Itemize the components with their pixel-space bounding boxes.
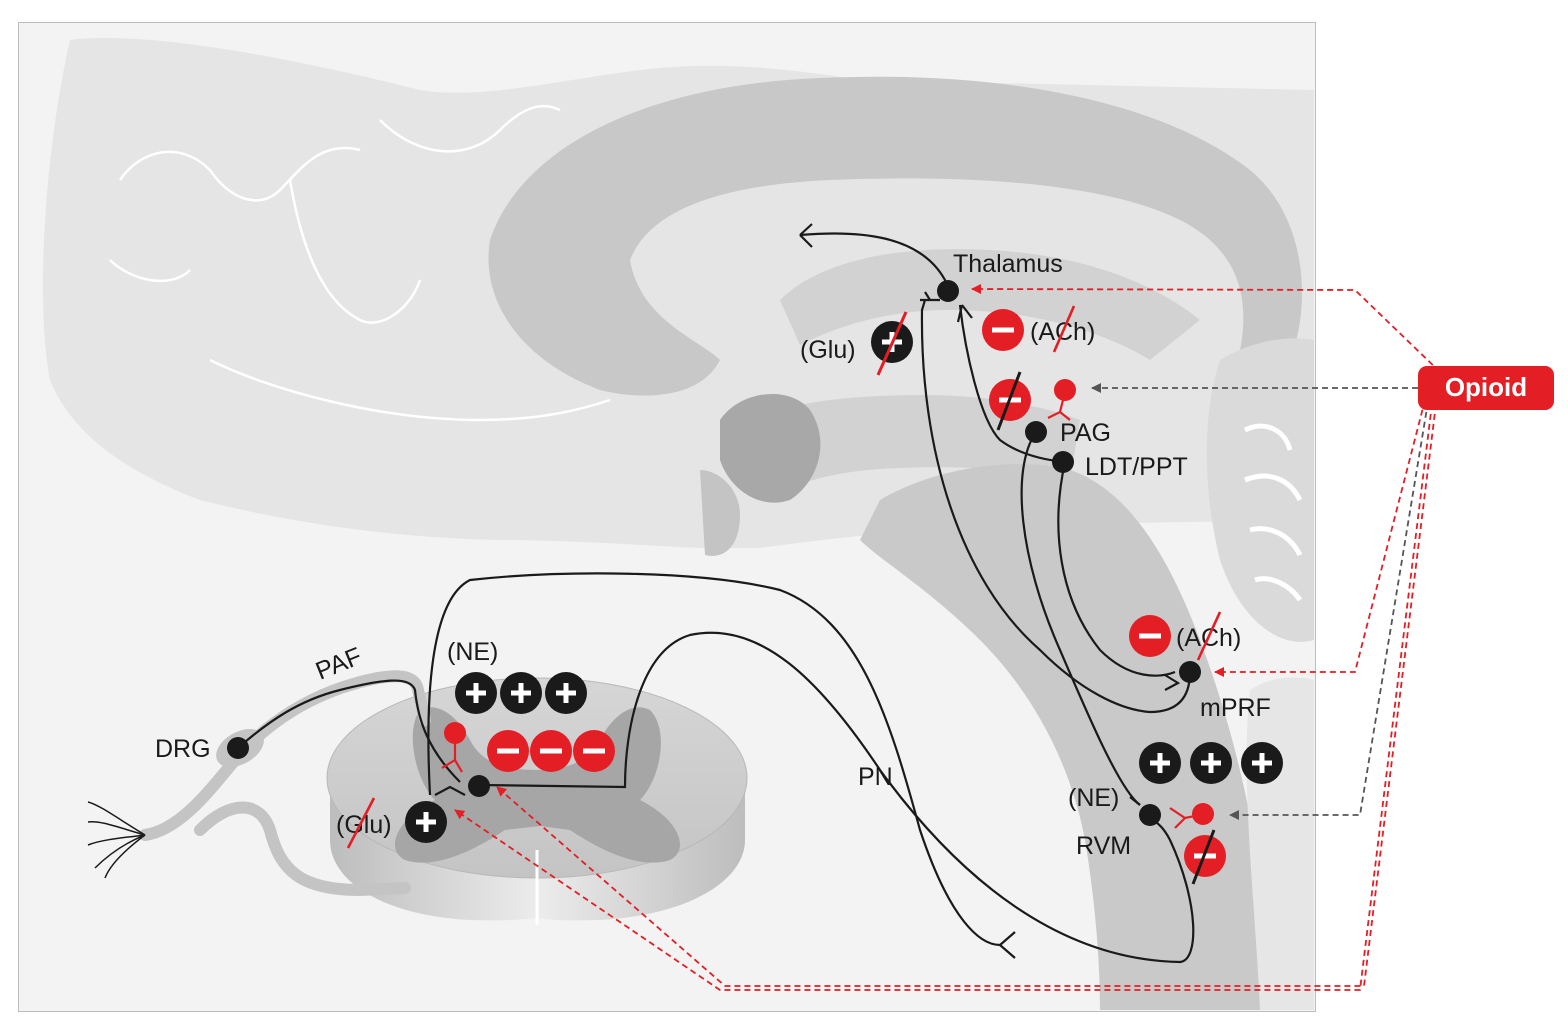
label-drg: DRG <box>155 735 211 763</box>
text-labels: Thalamus (Glu) (ACh) PAG LDT/PPT (ACh) m… <box>155 250 1271 860</box>
gyrus-line <box>288 179 422 324</box>
ldt-to-thalamus <box>958 304 1066 464</box>
synapse-terminal <box>434 785 466 796</box>
opioid-to-spinal-1 <box>454 403 1433 991</box>
ldt-ppt-neuron <box>1052 451 1074 473</box>
opioid-to-mprf <box>1214 399 1426 677</box>
dorsal-root <box>139 670 431 841</box>
label-strikes <box>346 305 1222 849</box>
gyrus-line <box>209 358 611 422</box>
drg-neuron <box>227 737 249 759</box>
ne-right-excitatory-badges <box>1139 742 1283 784</box>
label-pn: PN <box>858 763 893 791</box>
gyrus-line <box>118 146 361 202</box>
label-pag: PAG <box>1060 419 1111 447</box>
synapse-terminal <box>1129 796 1141 806</box>
opioid-badge: Opioid <box>1418 366 1554 410</box>
label-mprf: mPRF <box>1200 694 1271 722</box>
mprf-neuron <box>1179 661 1201 683</box>
thalamus-input <box>799 232 950 291</box>
ldt-to-mprf <box>1057 461 1176 677</box>
gyrus-line <box>109 259 191 283</box>
corpus-callosum <box>488 76 1302 396</box>
brainstem <box>860 464 1270 1010</box>
pag-neuron <box>1025 421 1047 443</box>
opioid-to-thalamus <box>971 284 1441 373</box>
label-rvm: RVM <box>1076 832 1131 860</box>
cerebellum <box>1206 338 1314 642</box>
pag-to-rvm <box>1020 431 1141 806</box>
synapse-terminal <box>1164 674 1181 691</box>
glu-top-excitatory-badge <box>871 311 913 376</box>
label-thalamus: Thalamus <box>953 250 1063 278</box>
dorsal-horn-neuron <box>468 775 490 797</box>
opioid-to-spinal-2 <box>496 403 1437 987</box>
ventral-root <box>194 801 411 897</box>
thalamus-input-terminal <box>799 223 813 248</box>
hypothalamus <box>720 393 821 503</box>
glu-left-excitatory-badge <box>405 801 447 843</box>
thalamic-region <box>780 249 1200 360</box>
neuron-pathways <box>237 223 1195 964</box>
synapse-terminal <box>920 291 940 302</box>
label-ldt-ppt: LDT/PPT <box>1085 453 1188 481</box>
rvm-inhibitory-badge <box>1184 829 1226 885</box>
inhibitory-interneurons <box>441 391 1201 829</box>
cerebellum-folia <box>1243 423 1303 602</box>
thalamus-to-mprf <box>920 299 1192 714</box>
ne-left-excitatory-badges <box>455 672 587 714</box>
synapse-terminal <box>956 304 973 323</box>
nerve-fibers <box>87 801 146 879</box>
thalamus-neuron <box>937 280 959 302</box>
dorsal-horn-inhibitory-badges <box>487 730 615 772</box>
pn-terminal <box>999 931 1016 959</box>
neuron-bodies <box>227 280 1201 826</box>
label-ne-left: (NE) <box>447 638 498 666</box>
opioid-arrows <box>454 284 1441 991</box>
label-glu-top: (Glu) <box>800 336 856 364</box>
label-ne-right: (NE) <box>1068 784 1119 812</box>
pituitary <box>700 470 740 556</box>
rvm-neuron <box>1139 804 1161 826</box>
pag-inhibitory-badge <box>989 371 1031 431</box>
ach-top-inhibitory-badge <box>982 309 1024 351</box>
opioid-label: Opioid <box>1445 372 1527 402</box>
opioid-to-rvm <box>1229 401 1429 820</box>
inhibitory-neuron-bodies <box>444 379 1214 825</box>
descending-rvm <box>479 631 1195 964</box>
ach-mid-inhibitory-badge <box>1129 615 1171 657</box>
gyrus-line <box>379 104 561 153</box>
ascending-loop <box>427 572 1001 947</box>
